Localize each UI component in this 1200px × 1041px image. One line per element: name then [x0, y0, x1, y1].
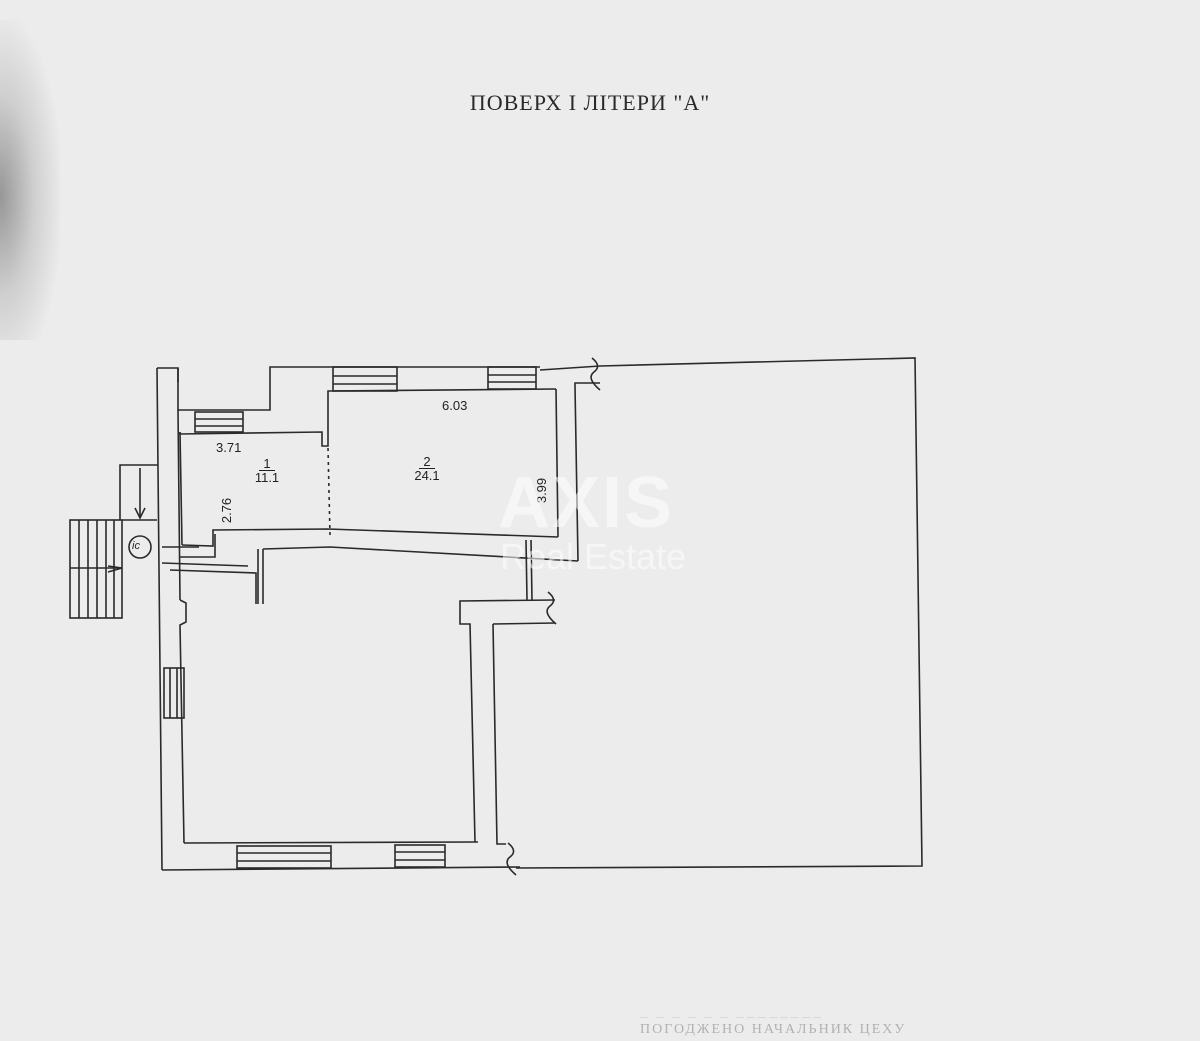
stair-symbol: ic — [132, 540, 140, 552]
room-1-label: 1 11.1 — [252, 457, 282, 484]
plan-title: ПОВЕРХ І ЛІТЕРИ "А" — [469, 90, 711, 115]
watermark-sub: Real Estate — [500, 536, 687, 577]
room-2-width: 6.03 — [442, 398, 468, 413]
footer-line-1: — — — — — — ———————— — [640, 1012, 824, 1021]
room-2-number: 2 — [419, 455, 435, 469]
room-2-label: 2 24.1 — [410, 455, 444, 482]
room-1-area: 11.1 — [254, 470, 280, 485]
room-2-area: 24.1 — [414, 468, 440, 483]
scan-noise — [0, 20, 60, 340]
footer-stamp: — — — — — — ———————— ПОГОДЖЕНО НАЧАЛЬНИК… — [640, 1012, 906, 1038]
footer-line-2: ПОГОДЖЕНО НАЧАЛЬНИК ЦЕХУ — [640, 1022, 907, 1037]
watermark-brand: AXIS — [498, 463, 675, 543]
room-1-length: 2.76 — [219, 497, 235, 524]
room-1-number: 1 — [259, 457, 275, 471]
room-1-width: 3.71 — [216, 440, 242, 455]
